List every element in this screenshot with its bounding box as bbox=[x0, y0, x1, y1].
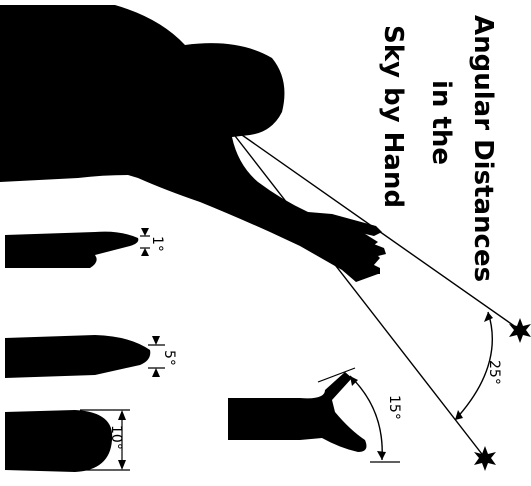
fingers-5deg-arrow-top bbox=[152, 336, 160, 345]
star-icon bbox=[474, 318, 531, 471]
label-1-degree: 1° bbox=[149, 236, 165, 252]
fist-10deg-arrow-top bbox=[118, 410, 126, 420]
three-fingers-silhouette bbox=[5, 335, 150, 378]
arc-25-degrees: 25° bbox=[455, 312, 502, 420]
pointing-finger-silhouette bbox=[5, 232, 138, 268]
fingers-5deg-arrow-bottom bbox=[152, 368, 160, 377]
label-5-degrees: 5° bbox=[161, 350, 177, 366]
star-lower-icon bbox=[474, 446, 496, 471]
title-line-2: in the bbox=[426, 80, 456, 165]
arc-15-arrow-bottom bbox=[377, 451, 386, 460]
fist: 10° bbox=[5, 410, 130, 472]
arc-15-arrow-top bbox=[350, 376, 358, 386]
finger-1deg-arrow-bottom bbox=[141, 248, 149, 256]
finger-1deg-arrow-top bbox=[141, 228, 149, 236]
title-line-1: Angular Distances bbox=[468, 15, 498, 282]
label-25-degrees: 25° bbox=[486, 360, 502, 385]
label-15-degrees: 15° bbox=[386, 395, 402, 420]
label-10-degrees: 10° bbox=[108, 425, 124, 450]
fist-silhouette bbox=[5, 410, 112, 472]
star-upper-icon bbox=[509, 318, 531, 343]
three-fingers: 5° bbox=[5, 335, 177, 378]
fist-10deg-arrow-bottom bbox=[118, 460, 126, 470]
arc-25-arrow-top bbox=[484, 312, 493, 322]
spread-hand-silhouette bbox=[228, 372, 366, 452]
spread-hand: 15° bbox=[228, 368, 402, 462]
pointing-finger: 1° bbox=[5, 228, 165, 268]
title: Angular Distances in the Sky by Hand bbox=[378, 15, 498, 282]
title-line-3: Sky by Hand bbox=[378, 25, 408, 208]
